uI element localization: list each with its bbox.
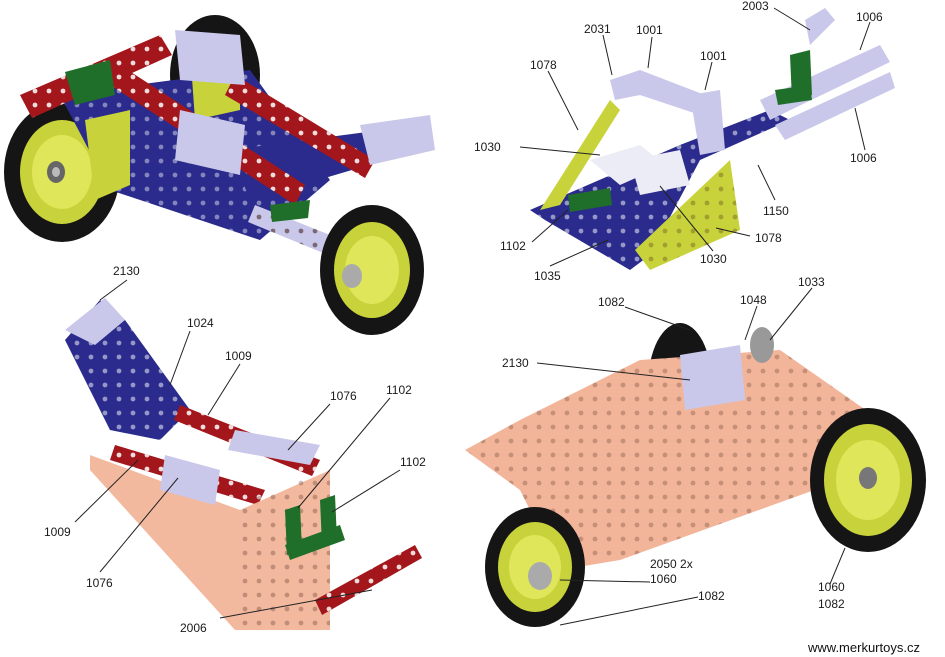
part-label: 1009 — [225, 349, 252, 363]
part-label: 2050 2x — [650, 557, 693, 571]
part-label: 1030 — [700, 252, 727, 266]
part-label: 1078 — [755, 231, 782, 245]
part-label: 1006 — [856, 10, 883, 24]
part-label: 1102 — [386, 383, 412, 397]
panel-copper-model — [465, 323, 926, 627]
part-label: 1030 — [474, 140, 501, 154]
part-label: 1035 — [534, 269, 561, 283]
part-label: 2006 — [180, 621, 207, 635]
part-label: 1006 — [850, 151, 877, 165]
part-label: 1060 — [650, 572, 677, 586]
part-label: 1082 — [698, 589, 725, 603]
copper-front-wheel — [485, 507, 585, 627]
part-label: 1024 — [187, 316, 214, 330]
website-link[interactable]: www.merkurtoys.cz — [807, 640, 920, 655]
part-label: 1048 — [740, 293, 767, 307]
part-label: 1009 — [44, 525, 71, 539]
part-label: 2003 — [742, 0, 769, 13]
part-label: 1082 — [818, 597, 845, 611]
panel-upper-structure — [65, 298, 422, 630]
part-label: 1001 — [700, 49, 727, 63]
labels-top-right: 2003 1006 2031 1001 1001 1078 1030 1006 … — [474, 0, 883, 283]
labels-bottom-left: 2130 1024 1009 1076 1102 1102 1009 1076 … — [44, 264, 426, 635]
part-label: 1033 — [798, 275, 825, 289]
part-label: 1102 — [500, 239, 526, 253]
panel-chassis-subassembly — [530, 8, 895, 270]
part-label: 2031 — [584, 22, 611, 36]
part-label: 1060 — [818, 580, 845, 594]
part-label: 1082 — [598, 295, 625, 309]
part-label: 1078 — [530, 58, 557, 72]
part-label: 2130 — [113, 264, 140, 278]
labels-bottom-right: 1082 1048 1033 2130 2050 2x 1060 1082 10… — [502, 275, 845, 611]
part-label: 1076 — [86, 576, 113, 590]
copper-rear-wheel — [810, 408, 926, 552]
front-wheel — [320, 205, 424, 335]
part-label: 1150 — [763, 204, 789, 218]
part-label: 1102 — [400, 455, 426, 469]
panel-assembled-vehicle — [4, 15, 435, 335]
part-label: 1001 — [636, 23, 663, 37]
part-label: 2130 — [502, 356, 529, 370]
leader-lines — [74, 7, 871, 626]
part-label: 1076 — [330, 389, 357, 403]
